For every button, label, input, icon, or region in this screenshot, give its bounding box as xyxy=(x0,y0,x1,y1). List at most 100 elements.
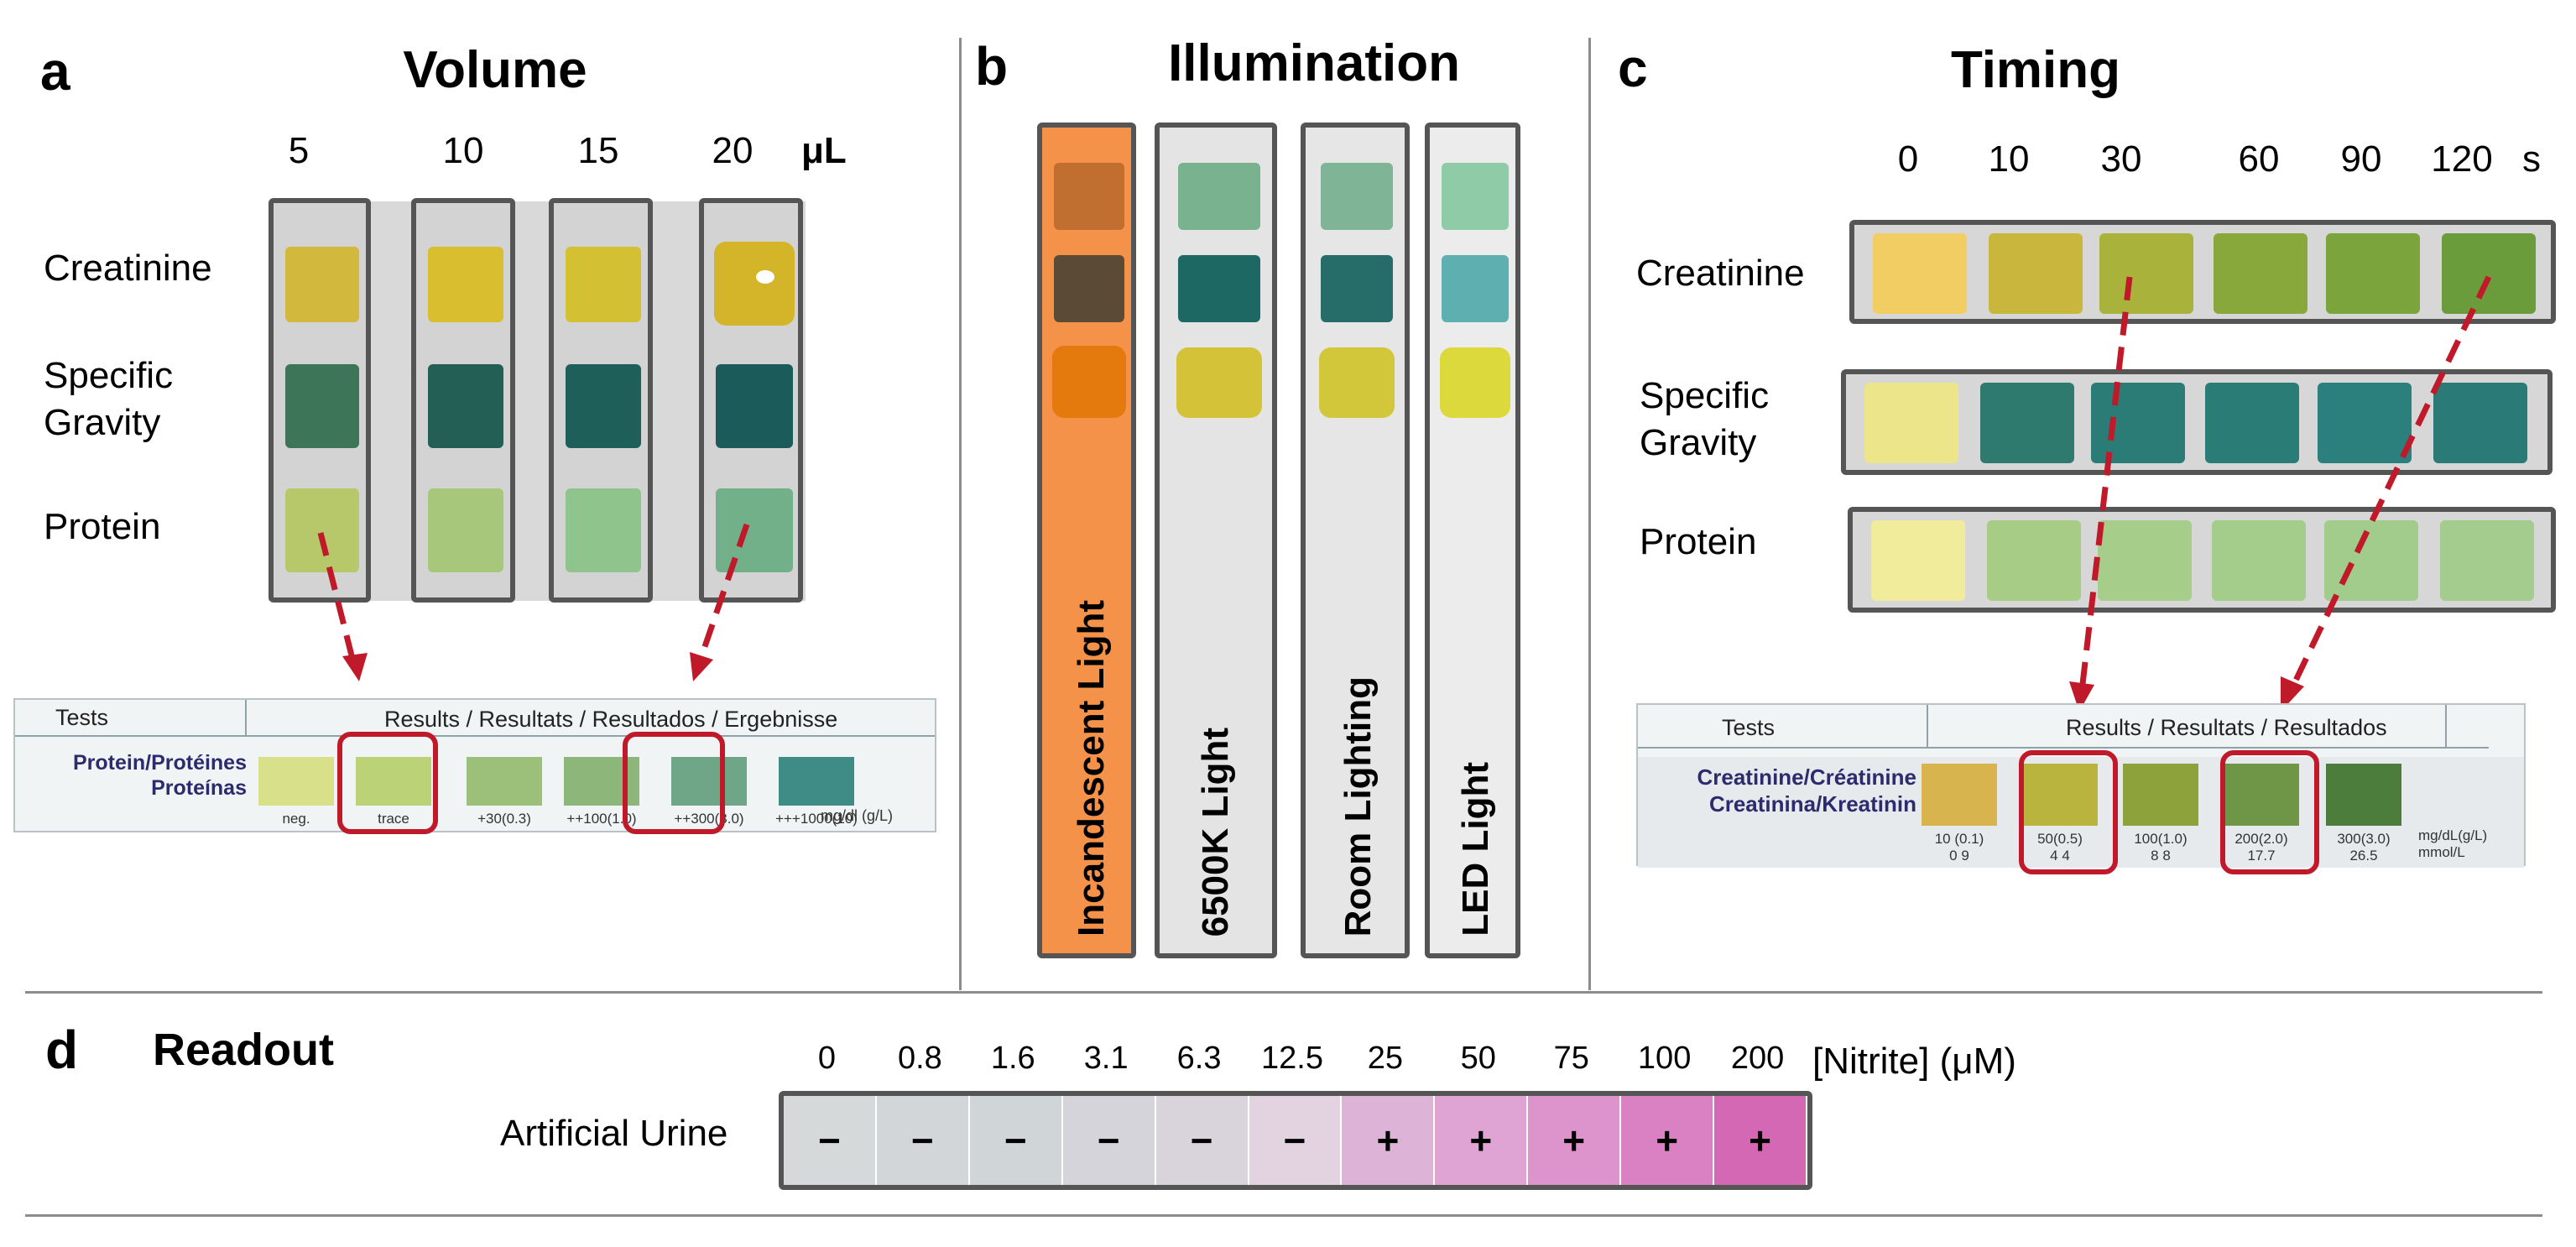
color-swatch xyxy=(467,757,542,806)
creatinine-color-chart: Tests Results / Resultats / Resultados C… xyxy=(1636,703,2526,868)
readout-result: − xyxy=(1190,1119,1213,1162)
panel-title: Readout xyxy=(153,1025,334,1075)
readout-cell: + xyxy=(1621,1096,1715,1185)
color-swatch xyxy=(671,757,747,806)
readout-cell: − xyxy=(969,1096,1063,1185)
swatch-label: ++100(1.0) xyxy=(566,811,637,827)
highlight-50 xyxy=(2019,750,2118,874)
creatinine-pad xyxy=(566,247,641,322)
readout-cell: − xyxy=(1062,1096,1156,1185)
panel-c: c Timing 0 10 30 60 90 120 s Creatinine … xyxy=(1591,0,2576,990)
concentration-label: 3.1 xyxy=(1083,1041,1129,1076)
concentration-label: 25 xyxy=(1367,1041,1404,1076)
divider-top-d xyxy=(25,991,2542,994)
chart-col-results: Results / Resultats / Resultados / Ergeb… xyxy=(384,707,838,732)
readout-cell: − xyxy=(1155,1096,1249,1185)
reagent-pad xyxy=(2324,520,2418,601)
concentration-label: 100 xyxy=(1637,1041,1692,1076)
test-strip-20ul xyxy=(699,198,803,603)
strip-label: 6500K Light xyxy=(1195,727,1236,937)
strip-label: LED Light xyxy=(1455,762,1496,937)
reagent-pad xyxy=(2442,233,2536,314)
concentration-label: 6.3 xyxy=(1176,1041,1222,1076)
pad xyxy=(1178,255,1260,322)
time-label: 0 xyxy=(1897,138,1919,180)
pad xyxy=(1319,347,1395,418)
strip-room-lighting: Room Lighting xyxy=(1301,123,1410,958)
readout-result: − xyxy=(1004,1119,1027,1162)
test-strip-15ul xyxy=(549,198,653,603)
protein-pad xyxy=(566,488,641,572)
chart-col-rule xyxy=(1927,705,1928,749)
reagent-pad xyxy=(1989,233,2083,314)
axis-label: [Nitrite] (μM) xyxy=(1812,1041,2016,1082)
concentration-label: 75 xyxy=(1553,1041,1589,1076)
reagent-pad xyxy=(2205,383,2299,463)
readout-cell: + xyxy=(1435,1096,1529,1185)
chart-col-rule xyxy=(245,700,247,737)
panel-letter: d xyxy=(45,1020,79,1080)
chart-col-tests: Tests xyxy=(1722,715,1776,740)
divider-ab xyxy=(959,38,962,990)
swatch-label: +++1000(10) xyxy=(775,811,858,827)
volume-label: 10 xyxy=(442,130,484,171)
divider-bc xyxy=(1588,38,1591,990)
reagent-pad xyxy=(1987,520,2081,601)
color-swatch xyxy=(258,757,334,806)
readout-result: + xyxy=(1749,1119,1771,1162)
creatinine-pad xyxy=(428,247,503,322)
readout-result: + xyxy=(1656,1119,1679,1162)
concentration-label: 0.8 xyxy=(897,1041,942,1076)
volume-label: 15 xyxy=(577,130,619,171)
pad xyxy=(1054,255,1124,322)
strip-label: Room Lighting xyxy=(1338,676,1379,937)
readout-cell: − xyxy=(784,1096,877,1185)
highlight-300 xyxy=(623,732,725,834)
strip-led: LED Light xyxy=(1425,123,1520,958)
reagent-pad xyxy=(2433,383,2527,463)
swatch-label: 10 (0.1)0 9 xyxy=(1934,831,1984,864)
strip-incandescent: Incandescent Light xyxy=(1037,123,1136,958)
readout-cell: − xyxy=(1249,1096,1343,1185)
test-strip-10ul xyxy=(411,198,515,603)
specific-gravity-pad xyxy=(285,364,359,448)
swatch-label: trace xyxy=(378,811,409,827)
panel-title: Timing xyxy=(1950,41,2121,99)
row-label: Protein xyxy=(44,506,161,547)
strip-label: Incandescent Light xyxy=(1071,600,1112,937)
panel-title: Illumination xyxy=(1168,34,1460,92)
highlight-trace xyxy=(337,732,438,834)
concentration-label: 50 xyxy=(1460,1041,1496,1076)
swatch-label: neg. xyxy=(282,811,310,827)
panel-letter: b xyxy=(975,36,1009,97)
specific-gravity-pad xyxy=(428,364,503,448)
arrow-overlay xyxy=(317,523,750,681)
panel-b: b Illumination Incandescent Light 6500K … xyxy=(962,0,1588,990)
creatinine-pad xyxy=(714,242,795,326)
highlight-200 xyxy=(2220,750,2319,874)
chart-swatches: neg.trace+30(0.3)++100(1.0)++300(3.0)+++… xyxy=(258,745,930,829)
pad xyxy=(1052,346,1126,418)
chart-header-rule xyxy=(15,735,935,737)
readout-result: + xyxy=(1376,1119,1400,1162)
pad xyxy=(1442,255,1509,322)
readout-result: − xyxy=(910,1119,934,1162)
reagent-pad xyxy=(2212,520,2306,601)
timing-row-creatinine xyxy=(1849,220,2556,324)
readout-result: − xyxy=(1097,1119,1120,1162)
chart-col-tests: Tests xyxy=(55,705,109,730)
concentration-label: 0 xyxy=(817,1041,837,1076)
row-label: Creatinine xyxy=(1636,253,1805,294)
panel-title: Volume xyxy=(403,41,587,99)
time-label: 60 xyxy=(2238,138,2280,180)
row-label: Artificial Urine xyxy=(500,1113,728,1154)
protein-color-chart: Tests Results / Resultats / Resultados /… xyxy=(13,698,936,832)
creatinine-pad xyxy=(285,247,359,322)
pad xyxy=(1176,347,1262,418)
timing-row-protein xyxy=(1848,507,2556,613)
readout-cell: − xyxy=(876,1096,970,1185)
